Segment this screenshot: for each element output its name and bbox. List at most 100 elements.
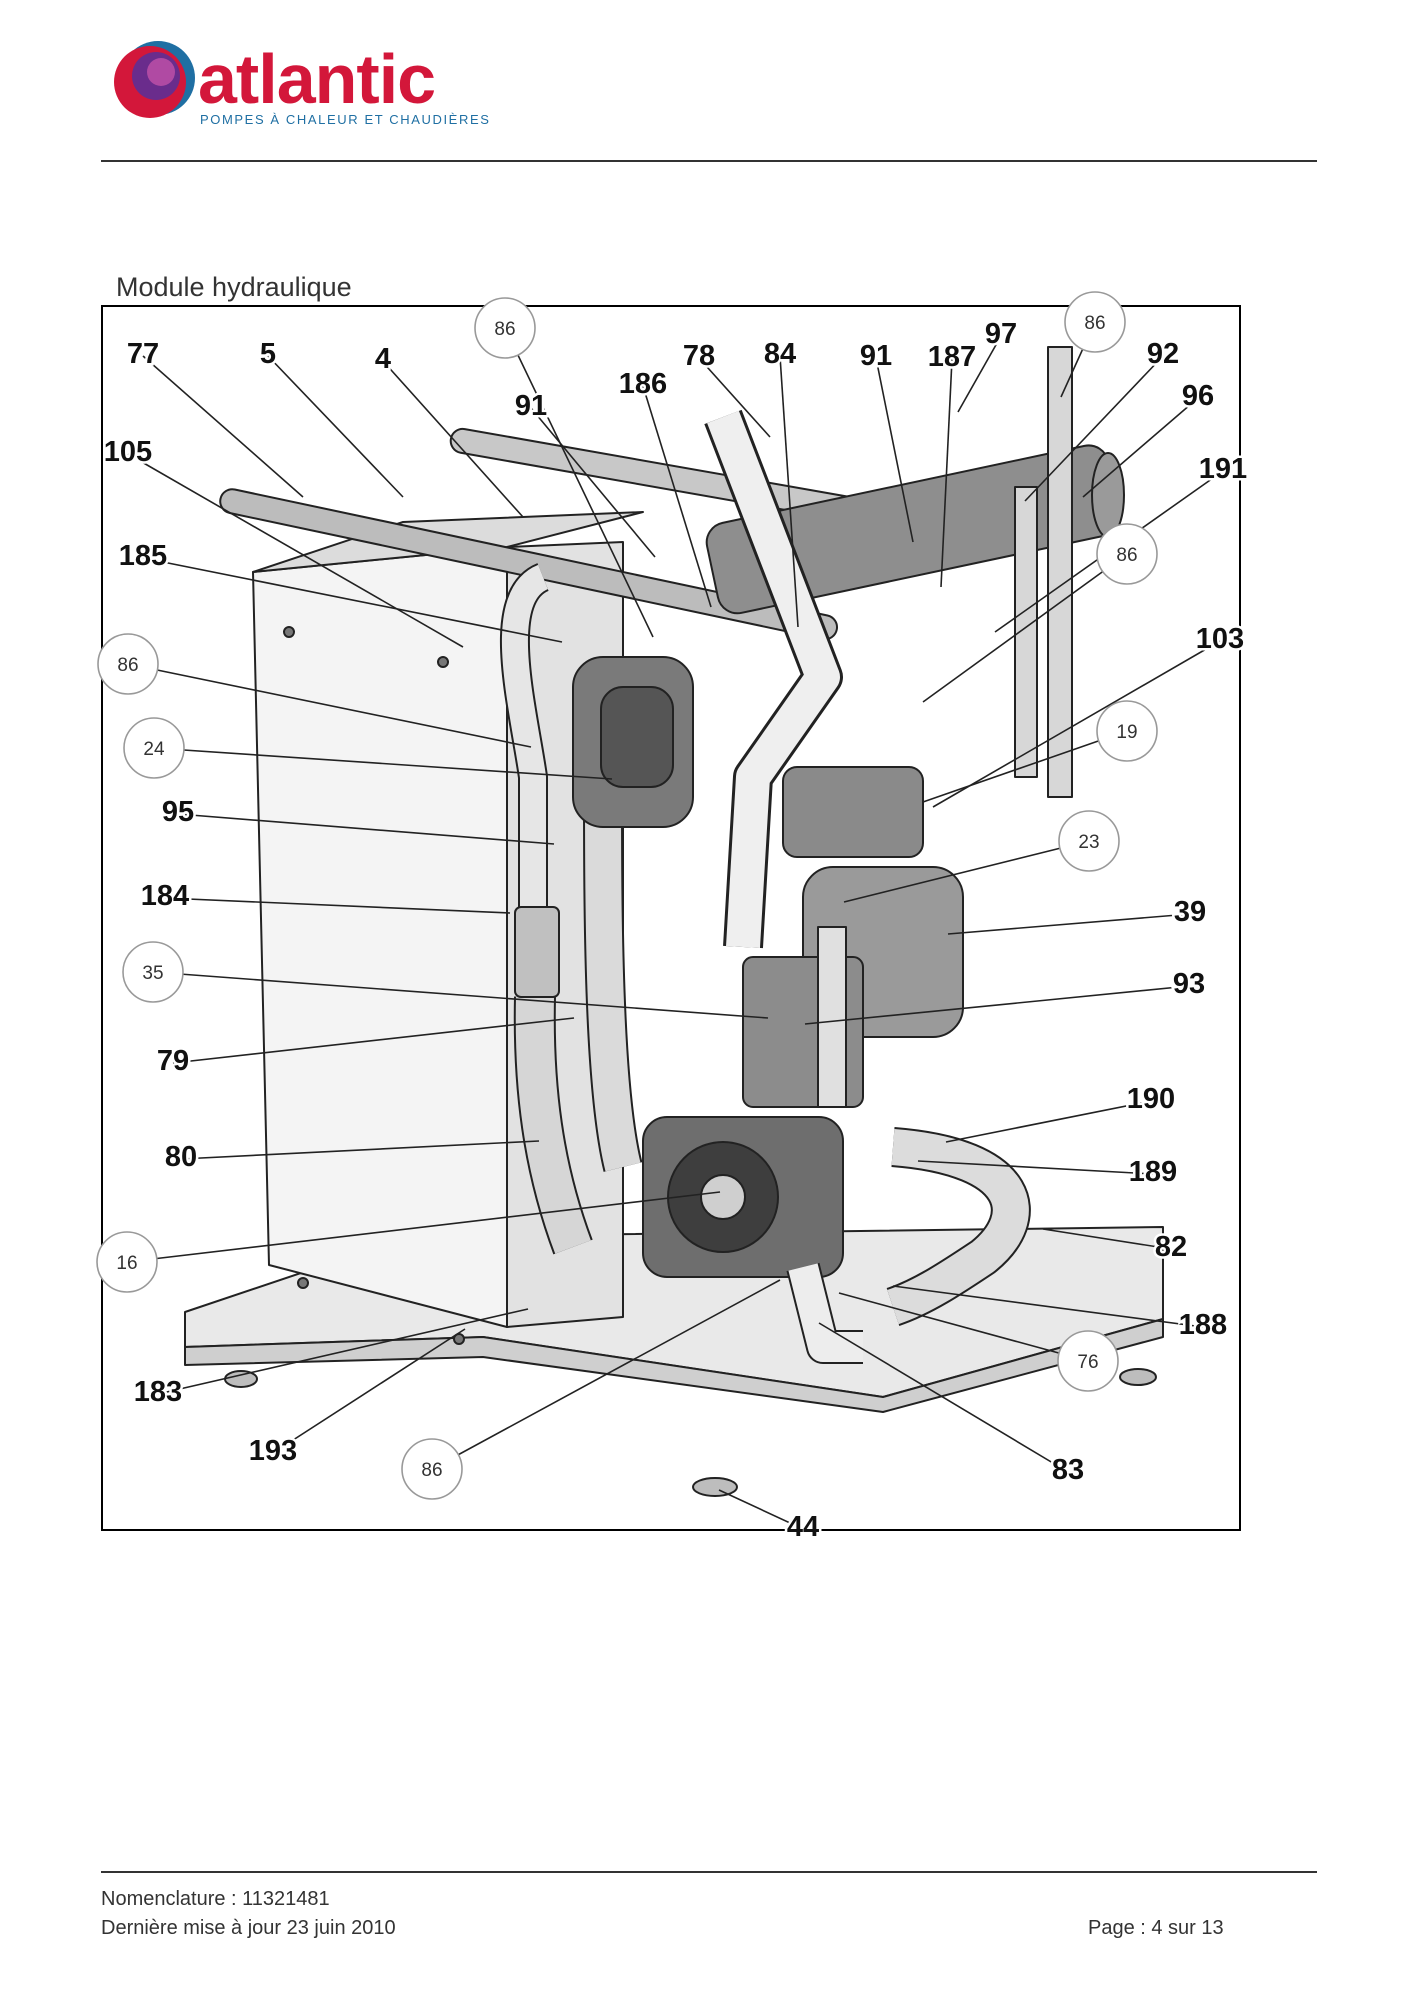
callout-circle-label: 19 [1116, 722, 1137, 743]
callout-number-193: 193 [249, 1435, 297, 1467]
callout-circle-86: 86 [474, 297, 536, 359]
leader-line [804, 985, 1190, 1025]
callout-circle-19: 19 [1096, 700, 1158, 762]
section-title: Module hydraulique [116, 272, 352, 302]
callout-circle-shape [1057, 1330, 1119, 1392]
nomenclature-number: Nomenclature : 11321481 [101, 1888, 330, 1910]
callout-number-91: 91 [515, 390, 547, 422]
last-update-date: Dernière mise à jour 23 juin 2010 [101, 1917, 396, 1939]
leader-line [1024, 355, 1164, 502]
callout-number-92: 92 [1147, 338, 1179, 370]
leader-line [940, 358, 953, 588]
callout-circle-label: 76 [1077, 1352, 1098, 1373]
callout-number-187: 187 [928, 341, 976, 373]
footer-meta: Nomenclature : 11321481 Dernière mise à … [101, 1885, 396, 1943]
leader-line [922, 730, 1128, 803]
brand-name: atlantic [198, 40, 436, 118]
callout-circle-shape [1058, 810, 1120, 872]
callout-circle-16: 16 [96, 1231, 158, 1293]
leader-line [945, 1100, 1152, 1143]
callout-circle-label: 86 [1116, 545, 1137, 566]
callout-number-83: 83 [1052, 1454, 1084, 1486]
leader-line [922, 553, 1128, 703]
leader-line [127, 663, 532, 748]
callout-number-39: 39 [1174, 896, 1206, 928]
callout-number-186: 186 [619, 368, 667, 400]
leader-line [172, 1017, 575, 1064]
callout-number-84: 84 [764, 338, 796, 370]
leader-line [504, 327, 654, 638]
callout-number-183: 183 [134, 1376, 182, 1408]
callout-circle-35: 35 [122, 941, 184, 1003]
callout-number-82: 82 [1155, 1231, 1187, 1263]
callout-circle-86: 86 [97, 633, 159, 695]
callout-number-105: 105 [104, 436, 152, 468]
callout-number-184: 184 [141, 880, 189, 912]
callout-number-44: 44 [787, 1511, 819, 1543]
leader-line [272, 1328, 466, 1454]
callout-number-189: 189 [1129, 1156, 1177, 1188]
page-number: Page : 4 sur 13 [1088, 1917, 1224, 1939]
callout-circle-label: 23 [1078, 832, 1099, 853]
callout-circle-shape [96, 1231, 158, 1293]
callout-number-188: 188 [1179, 1309, 1227, 1341]
footer-divider [101, 1871, 1317, 1873]
callout-circle-shape [401, 1438, 463, 1500]
callout-circle-label: 86 [421, 1460, 442, 1481]
callout-number-4: 4 [375, 343, 391, 375]
leader-line [892, 1285, 1204, 1328]
leader-line [180, 1140, 540, 1160]
brand-tagline: POMPES À CHALEUR ET CHAUDIÈRES [200, 112, 491, 127]
leader-line [779, 355, 799, 628]
callout-circle-label: 86 [494, 319, 515, 340]
callout-circle-shape [1096, 523, 1158, 585]
leader-line [843, 840, 1090, 903]
callout-number-96: 96 [1182, 380, 1214, 412]
leader-line [127, 453, 464, 648]
callout-number-79: 79 [157, 1045, 189, 1077]
callout-circle-label: 24 [143, 739, 165, 760]
brand-logo: atlantic POMPES À CHALEUR ET CHAUDIÈRES [112, 36, 492, 136]
header-divider [101, 160, 1317, 162]
leader-line [875, 357, 914, 543]
callout-circle-23: 23 [1058, 810, 1120, 872]
leader-line [382, 360, 524, 518]
leader-line [642, 385, 712, 608]
callout-circle-76: 76 [1057, 1330, 1119, 1392]
callout-circle-86: 86 [1064, 291, 1126, 353]
callout-circle-label: 86 [117, 655, 138, 676]
callout-number-91: 91 [860, 340, 892, 372]
leader-line [142, 355, 304, 498]
callout-circle-shape [1064, 291, 1126, 353]
leader-line [932, 640, 1221, 808]
callout-circle-86: 86 [1096, 523, 1158, 585]
callout-circle-shape [123, 717, 185, 779]
callout-circle-24: 24 [123, 717, 185, 779]
leader-line [1082, 397, 1199, 498]
leader-line [718, 1489, 804, 1530]
callout-number-97: 97 [985, 318, 1017, 350]
logo-mark-icon [114, 41, 195, 118]
leader-line [177, 813, 555, 845]
leader-line [947, 913, 1191, 935]
callout-circle-shape [1096, 700, 1158, 762]
callout-number-95: 95 [162, 796, 194, 828]
leader-line [157, 1308, 529, 1395]
leader-lines [126, 321, 1224, 1530]
callout-number-78: 78 [683, 340, 715, 372]
callout-circle-shape [122, 941, 184, 1003]
callout-number-5: 5 [260, 338, 276, 370]
callout-number-185: 185 [119, 540, 167, 572]
leader-line [917, 1160, 1154, 1175]
equipment-drawing [184, 346, 1164, 1497]
callout-number-190: 190 [1127, 1083, 1175, 1115]
leader-line [698, 357, 771, 438]
leader-line [957, 335, 1002, 413]
leader-line [126, 1191, 721, 1263]
callout-number-103: 103 [1196, 623, 1244, 655]
leader-line [431, 1279, 781, 1470]
leader-line [818, 1322, 1069, 1473]
leader-line [153, 747, 613, 780]
